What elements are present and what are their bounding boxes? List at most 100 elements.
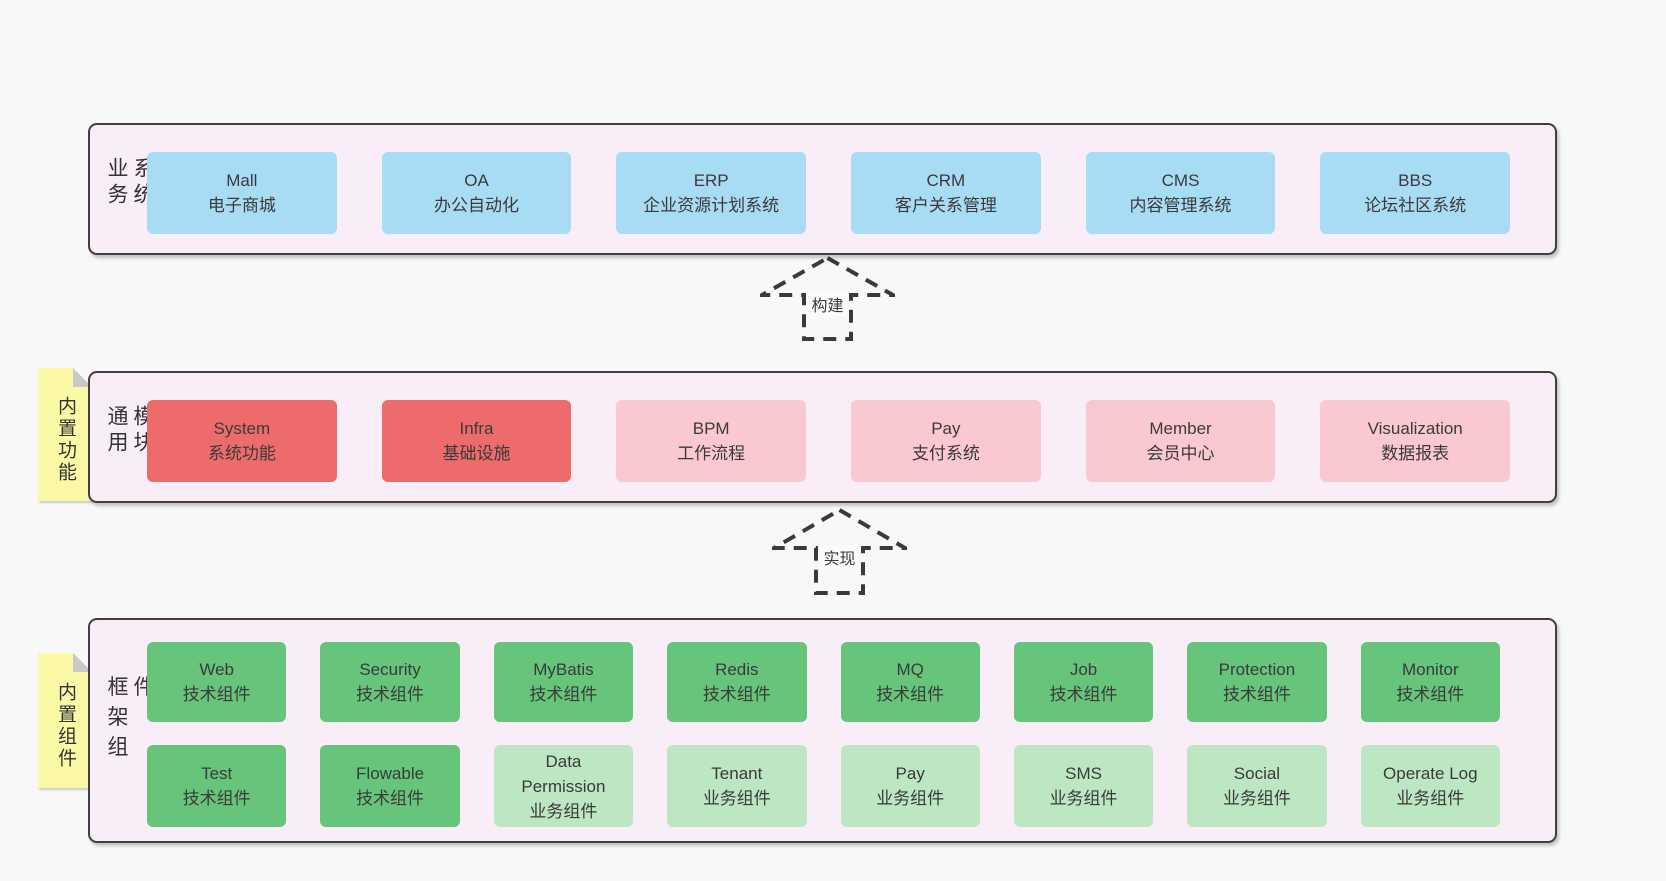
box-security: Security 技术组件 <box>320 642 460 722</box>
up-arrow-icon <box>772 508 907 595</box>
box-subtitle: 技术组件 <box>1222 685 1291 704</box>
box-title: Member <box>1149 419 1212 438</box>
box-title: Visualization <box>1367 419 1463 438</box>
note-label: 内置功能 <box>55 395 76 484</box>
box-system: System 系统功能 <box>147 400 337 482</box>
box-title: Pay <box>931 419 961 438</box>
box-subtitle: 数据报表 <box>1381 444 1450 463</box>
box-subtitle: 技术组件 <box>1049 685 1118 704</box>
components-row-1: Web 技术组件 Security 技术组件 MyBatis 技术组件 Redi… <box>147 642 1500 722</box>
box-title: CRM <box>926 171 966 190</box>
arrow-build: 构建 <box>760 256 895 341</box>
box-social: Social 业务组件 <box>1187 745 1327 827</box>
note-fold-icon <box>73 368 92 387</box>
box-pay-component: Pay 业务组件 <box>840 745 980 827</box>
box-title: MQ <box>896 660 924 679</box>
arrow-label: 实现 <box>820 544 859 569</box>
box-operate-log: Operate Log 业务组件 <box>1360 745 1500 827</box>
box-subtitle: 技术组件 <box>356 789 425 808</box>
box-subtitle: 业务组件 <box>1222 789 1291 808</box>
box-tenant: Tenant 业务组件 <box>667 745 807 827</box>
box-bbs: BBS 论坛社区系统 <box>1320 152 1511 234</box>
box-subtitle: 业务组件 <box>702 789 771 808</box>
box-mq: MQ 技术组件 <box>840 642 980 722</box>
box-subtitle: 业务组件 <box>1049 789 1118 808</box>
box-subtitle: 技术组件 <box>1396 685 1465 704</box>
box-subtitle: 客户关系管理 <box>894 196 997 215</box>
box-subtitle: 论坛社区系统 <box>1364 196 1467 215</box>
box-subtitle: 支付系统 <box>911 444 980 463</box>
box-subtitle: 业务组件 <box>876 789 945 808</box>
box-subtitle: 业务组件 <box>1396 789 1465 808</box>
box-subtitle: 业务组件 <box>529 801 598 821</box>
box-subtitle: 技术组件 <box>529 685 598 704</box>
box-title: Test <box>201 764 233 783</box>
box-mall: Mall 电子商城 <box>147 152 337 234</box>
box-subtitle: 技术组件 <box>356 685 425 704</box>
note-fold-icon <box>73 653 92 672</box>
arrow-label: 构建 <box>808 291 847 316</box>
box-data-permission: Data Permission 业务组件 <box>493 745 634 827</box>
box-pay-system: Pay 支付系统 <box>851 400 1041 482</box>
box-title: Monitor <box>1401 660 1459 679</box>
box-title: Job <box>1069 660 1098 679</box>
sticky-note-built-in-features: 内置功能 <box>38 368 92 501</box>
box-sms: SMS 业务组件 <box>1013 745 1154 827</box>
box-monitor: Monitor 技术组件 <box>1360 642 1500 722</box>
box-title: Protection <box>1218 660 1296 679</box>
box-test: Test 技术组件 <box>147 745 287 827</box>
box-subtitle: 企业资源计划系统 <box>643 196 780 215</box>
box-flowable: Flowable 技术组件 <box>320 745 460 827</box>
box-subtitle: 工作流程 <box>677 444 746 463</box>
up-arrow-icon <box>760 256 895 341</box>
box-subtitle: 会员中心 <box>1146 444 1215 463</box>
box-title: Flowable <box>356 764 425 783</box>
section-framework-components: 框架组件 Web 技术组件 Security 技术组件 MyBatis 技术组件… <box>88 618 1557 843</box>
section-business-systems: 业务系统 Mall 电子商城 OA 办公自动化 ERP 企业资源计划系统 CRM… <box>88 123 1557 255</box>
box-title: Redis <box>715 660 759 679</box>
box-visualization: Visualization 数据报表 <box>1320 400 1511 482</box>
arrow-implement: 实现 <box>772 508 907 595</box>
box-title: BPM <box>692 419 730 438</box>
box-protection: Protection 技术组件 <box>1187 642 1327 722</box>
box-subtitle: 办公自动化 <box>434 196 519 215</box>
box-web: Web 技术组件 <box>147 642 287 722</box>
box-subtitle: 技术组件 <box>876 685 945 704</box>
box-redis: Redis 技术组件 <box>667 642 807 722</box>
box-member: Member 会员中心 <box>1085 400 1276 482</box>
components-row-2: Test 技术组件 Flowable 技术组件 Data Permission … <box>147 745 1500 827</box>
modules-box-row: System 系统功能 Infra 基础设施 BPM 工作流程 Pay 支付系统… <box>147 400 1511 482</box>
box-title: ERP <box>693 171 729 190</box>
box-title: Pay <box>895 764 925 783</box>
box-title: SMS <box>1065 764 1102 783</box>
box-title: System <box>213 419 271 438</box>
section-common-modules: 通用模块 System 系统功能 Infra 基础设施 BPM 工作流程 Pay… <box>88 371 1557 503</box>
sticky-note-built-in-components: 内置组件 <box>38 653 92 788</box>
box-subtitle: 内容管理系统 <box>1129 196 1232 215</box>
box-title: Tenant <box>711 764 763 783</box>
box-oa: OA 办公自动化 <box>381 152 572 234</box>
box-job: Job 技术组件 <box>1013 642 1154 722</box>
box-title: MyBatis <box>533 660 594 679</box>
box-subtitle: 技术组件 <box>182 789 251 808</box>
box-subtitle: 技术组件 <box>182 685 251 704</box>
business-box-row: Mall 电子商城 OA 办公自动化 ERP 企业资源计划系统 CRM 客户关系… <box>147 152 1511 234</box>
box-subtitle: 技术组件 <box>702 685 771 704</box>
note-label: 内置组件 <box>55 681 76 770</box>
box-subtitle: 电子商城 <box>207 196 276 215</box>
box-title: CMS <box>1161 171 1200 190</box>
box-bpm: BPM 工作流程 <box>616 400 807 482</box>
box-cms: CMS 内容管理系统 <box>1085 152 1276 234</box>
box-title: Security <box>359 660 421 679</box>
box-title: Mall <box>226 171 258 190</box>
box-title: Web <box>199 660 235 679</box>
box-title: Infra <box>459 419 494 438</box>
box-title: Data Permission <box>521 751 606 796</box>
box-mybatis: MyBatis 技术组件 <box>493 642 634 722</box>
box-erp: ERP 企业资源计划系统 <box>616 152 807 234</box>
box-title: Operate Log <box>1383 764 1478 783</box>
box-title: OA <box>464 171 489 190</box>
box-subtitle: 系统功能 <box>207 444 276 463</box>
box-subtitle: 基础设施 <box>442 444 511 463</box>
